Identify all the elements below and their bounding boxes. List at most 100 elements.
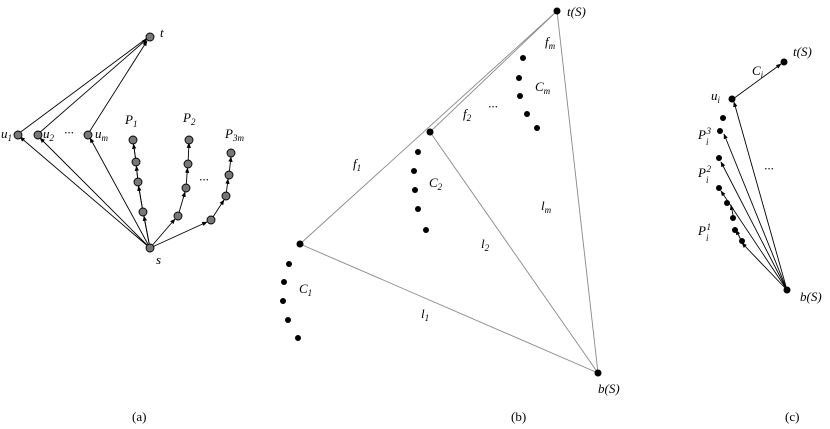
label-ui: ui [711,88,721,105]
node-u2 [33,130,43,140]
node-bS-c [783,286,791,294]
node-pc-3 [716,155,722,161]
panel-c: t(S) b(S) Ci ui Pi3 Pi2 Pi1 ··· (c) [697,44,822,424]
c2-node-3 [412,187,418,193]
edge-s-u2 [39,137,151,249]
arrow-p1-1 [142,215,151,249]
node-p3m-c [221,191,231,201]
node-p3m-d [206,215,216,225]
label-f2: f2 [463,106,472,123]
node-s [145,243,155,253]
node-p3m-a [226,148,236,158]
caption-b: (b) [511,409,526,424]
label-dots-c: ··· [764,161,774,176]
node-f1-end [296,240,304,248]
node-p1-b [131,157,141,167]
edge-ui-tS [732,63,782,100]
node-p1-c [133,177,143,187]
node-pc-2 [717,128,723,134]
caption-c: (c) [785,409,799,424]
label-f1: f1 [353,156,361,173]
edge-fm [556,10,599,374]
label-bS-c: b(S) [800,289,822,304]
edge-chain-2 [729,204,735,216]
label-cm: Cm [535,79,551,96]
label-dots-b: ··· [488,99,498,114]
arrow-p3m-1 [149,221,208,249]
node-t [145,32,155,42]
node-p2-d [173,211,183,221]
edge-s-um [89,137,151,249]
node-p1-d [138,207,148,217]
c1-node-1 [286,261,292,267]
label-t: t [160,25,164,40]
label-tS-b: t(S) [567,4,586,19]
label-bS-b: b(S) [598,381,620,396]
label-lm: lm [541,198,552,215]
c1-node-2 [281,279,287,285]
label-c2: C2 [429,175,443,192]
edge-bS-p3 [723,133,788,291]
edge-bS-p2 [720,161,788,291]
node-p1-a [128,135,138,145]
edge-f2 [429,10,558,133]
node-p3m-b [224,170,234,180]
c1-node-3 [280,298,286,304]
node-pc-5 [724,200,730,206]
cm-node-4 [524,111,530,117]
node-pc-8 [739,238,745,244]
c2-node-1 [415,149,421,155]
label-pi3: Pi3 [697,126,711,147]
label-dots-u: ··· [64,125,74,140]
edge-bS-ui [733,101,788,291]
panel-b: t(S) b(S) fm f1 f2 ··· Cm C2 C1 lm l2 l1… [280,4,620,424]
label-l1: l1 [421,306,429,323]
edge-u1-t [17,37,148,135]
node-tS [553,7,561,15]
label-pi1: Pi1 [697,222,711,243]
label-u2: u2 [43,126,55,143]
node-bS [594,369,602,377]
node-pc-7 [732,227,738,233]
label-ci: Ci [752,63,764,80]
node-p2-c [181,183,191,193]
edge-bS-p0 [741,242,788,291]
c2-node-5 [423,227,429,233]
edge-l2 [429,131,599,374]
c2-node-4 [415,206,421,212]
label-p3m: P3m [224,126,244,143]
label-p2: P2 [182,110,196,127]
label-um: um [95,126,109,143]
cm-node-2 [516,75,522,81]
c1-node-5 [295,335,301,341]
label-p1: P1 [124,112,137,129]
label-dots-p: ··· [199,172,209,187]
cm-node-1 [520,55,526,61]
arrow-p2-1 [149,218,176,249]
node-pc-4 [716,185,722,191]
node-tS-c [780,58,788,66]
cm-node-3 [517,93,523,99]
node-p2-b [183,159,193,169]
edge-s-u1 [19,136,151,249]
label-l2: l2 [481,236,490,253]
node-p2-a [184,135,194,145]
label-s: s [156,252,161,267]
node-um [83,130,93,140]
edge-um-t [87,40,148,135]
node-pc-6 [730,215,736,221]
cm-node-5 [534,125,540,131]
label-pi2: Pi2 [697,164,711,185]
panel-a: t u1 u2 ··· um P1 P2 P3m ··· s (a) [1,25,244,424]
edge-u2-t [37,38,148,135]
label-u1: u1 [1,126,12,143]
c2-node-2 [411,168,417,174]
node-u1 [13,130,23,140]
node-pc-1 [720,115,726,121]
caption-a: (a) [132,409,146,424]
edge-l1 [299,243,599,374]
label-fm: fm [545,34,556,51]
node-ui [728,95,736,103]
node-f2-end [426,128,434,136]
